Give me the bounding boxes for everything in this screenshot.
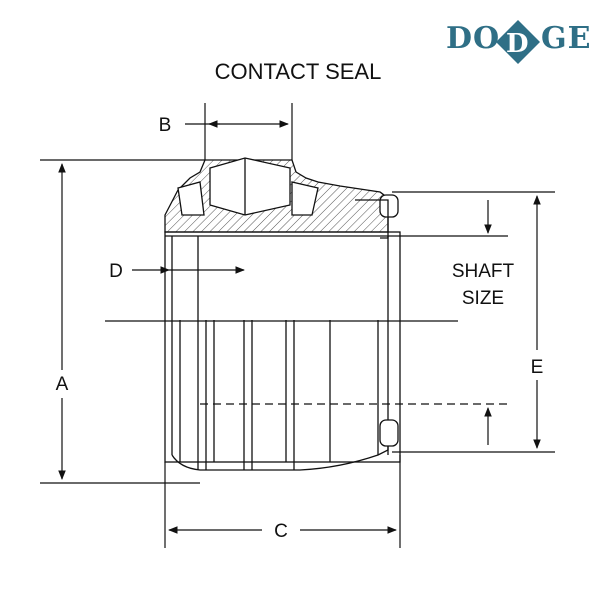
set-screw-head-bottom <box>379 419 399 447</box>
dim-a-label: A <box>56 374 69 395</box>
locking-collar-top <box>355 199 389 239</box>
logo-text-left: DO <box>446 21 500 56</box>
dodge-logo: DO D GE <box>446 20 592 64</box>
dim-e-label-bg <box>527 352 547 380</box>
ball-cage <box>209 157 291 216</box>
dim-c-label: C <box>274 521 288 542</box>
logo-diamond <box>496 20 540 64</box>
body-bottom-profile <box>171 440 389 471</box>
dim-d-label: D <box>109 261 123 282</box>
set-screw-head-top <box>379 194 399 218</box>
logo-text-right: GE <box>541 21 592 56</box>
bearing-drawing <box>105 157 508 471</box>
body-outline <box>164 231 401 463</box>
dim-b-label: B <box>159 115 172 136</box>
right-seal <box>291 181 319 216</box>
dim-a-label-bg <box>52 370 72 398</box>
shaft-size-line1: SHAFT <box>452 261 515 282</box>
dimension-lines <box>40 103 555 548</box>
logo-diamond-letter: D <box>506 29 530 59</box>
dim-e-label: E <box>531 357 544 378</box>
shaft-size-line2: SIZE <box>462 288 504 309</box>
left-seal <box>177 181 205 216</box>
diagram-title: CONTACT SEAL <box>215 59 382 84</box>
